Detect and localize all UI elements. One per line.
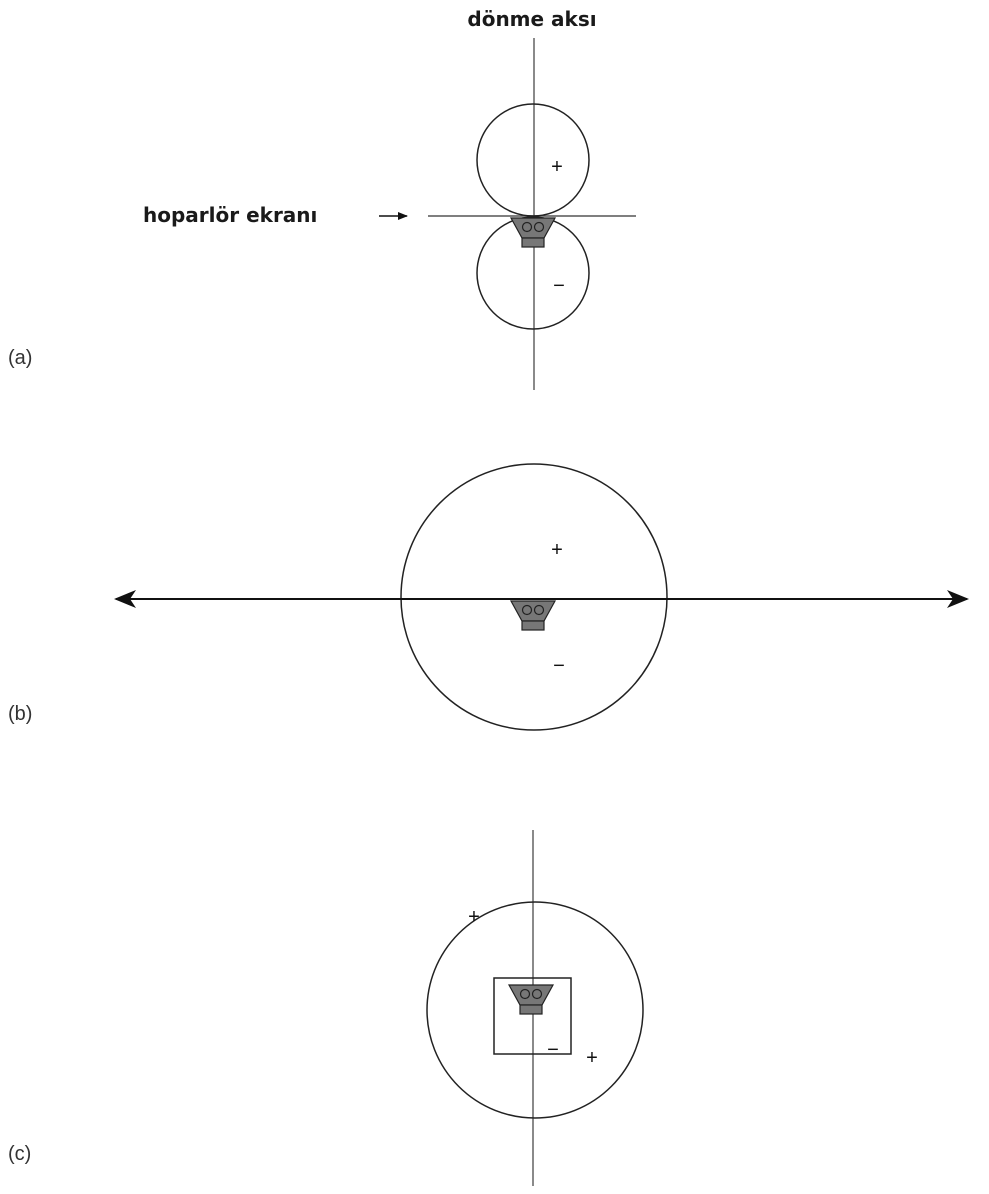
front-lobe-circle — [476, 103, 590, 217]
plus-sign: + — [551, 539, 563, 561]
plus-sign: + — [551, 156, 563, 178]
panel-a: dönme aksı + − hoparlör ekranı (a) — [8, 7, 636, 390]
rotation-axis-label: dönme aksı — [467, 7, 596, 31]
polar-circle — [400, 463, 668, 731]
plus-sign-left: + — [468, 906, 480, 928]
minus-sign: − — [553, 655, 565, 677]
panel-label: (c) — [8, 1143, 31, 1165]
minus-sign: − — [547, 1039, 559, 1061]
minus-sign: − — [553, 275, 565, 297]
speaker-icon — [507, 984, 555, 1015]
panel-b: + − (b) — [8, 463, 969, 731]
plus-sign-right: + — [586, 1047, 598, 1069]
speaker-baffle-label: hoparlör ekranı — [143, 203, 317, 227]
rear-lobe-circle — [476, 216, 590, 330]
speaker-icon — [509, 217, 557, 248]
speaker-icon — [509, 600, 557, 631]
panel-label: (b) — [8, 703, 32, 725]
panel-label: (a) — [8, 347, 32, 369]
panel-c: + − + (c) — [8, 830, 644, 1186]
speaker-enclosure-box — [493, 977, 572, 1055]
polar-circle — [426, 901, 644, 1119]
